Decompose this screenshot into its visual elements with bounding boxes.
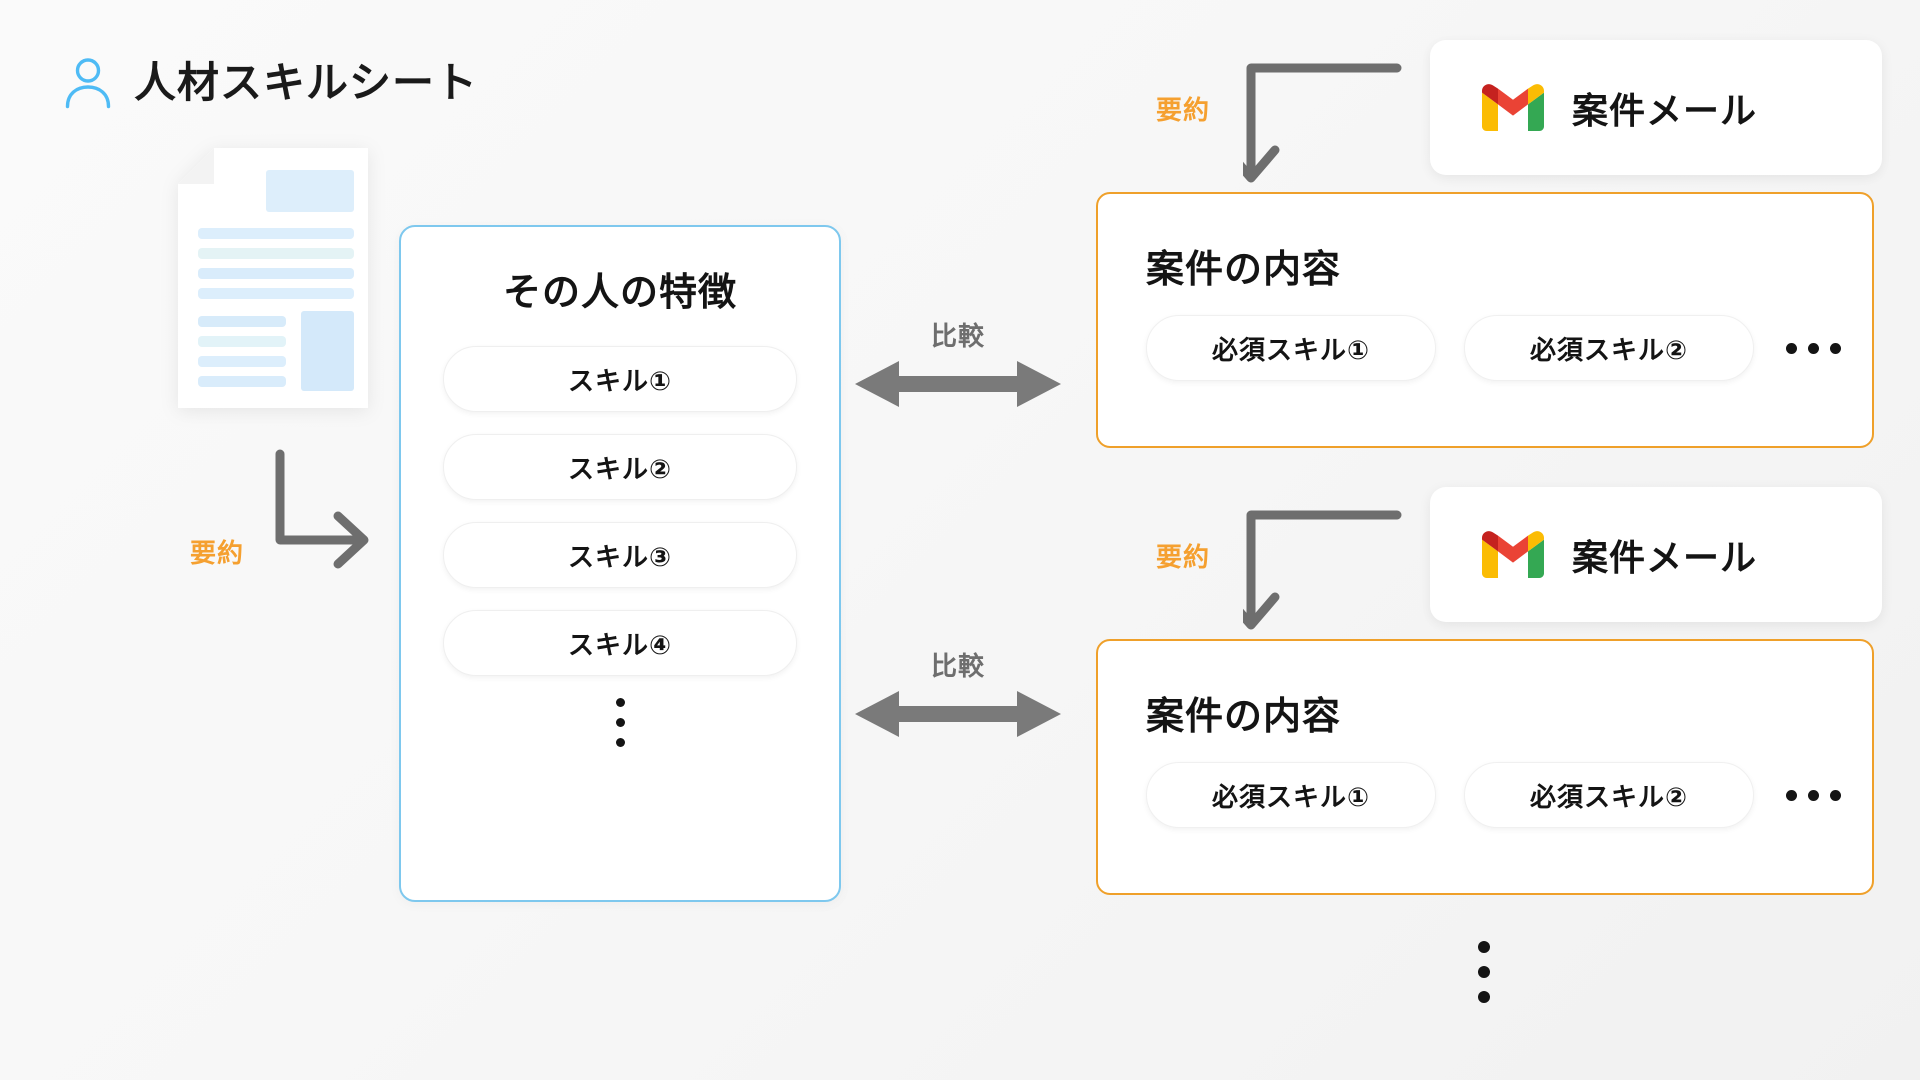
required-skill-row: 必須スキル① 必須スキル② [1146,762,1841,828]
required-skill-pill[interactable]: 必須スキル① [1146,762,1436,828]
vertical-ellipsis-icon [1478,941,1490,1003]
summarize-label-left: 要約 [190,538,245,568]
required-skill-pill[interactable]: 必須スキル② [1464,762,1754,828]
project-card-title: 案件の内容 [1146,249,1342,291]
compare-group: 比較 [855,646,1061,739]
features-card: その人の特徴 スキル① スキル② スキル③ スキル④ [399,225,841,902]
skill-pill[interactable]: スキル② [443,434,797,500]
elbow-arrow-right-icon [275,449,369,569]
vertical-ellipsis-icon [443,698,797,747]
skillsheet-header: 人材スキルシート [62,56,478,110]
double-headed-arrow-icon [855,691,1061,737]
elbow-arrow-down-icon [1243,510,1402,630]
mail-card[interactable]: 案件メール [1430,40,1882,175]
horizontal-ellipsis-icon [1786,789,1841,801]
horizontal-ellipsis-icon [1786,342,1841,354]
project-card: 案件の内容 必須スキル① 必須スキル② [1096,639,1874,895]
required-skill-pill[interactable]: 必須スキル② [1464,315,1754,381]
skill-pill[interactable]: スキル① [443,346,797,412]
mail-card-label: 案件メール [1572,89,1758,131]
summarize-label-right: 要約 [1156,542,1211,572]
gmail-icon [1482,84,1544,131]
skill-pill[interactable]: スキル④ [443,610,797,676]
compare-label: 比較 [930,321,985,351]
elbow-arrow-down-icon [1243,63,1402,183]
required-skill-pill[interactable]: 必須スキル① [1146,315,1436,381]
project-card-title: 案件の内容 [1146,696,1342,738]
mail-card-label: 案件メール [1572,536,1758,578]
mail-card[interactable]: 案件メール [1430,487,1882,622]
features-card-title: その人の特徴 [502,272,737,314]
required-skill-row: 必須スキル① 必須スキル② [1146,315,1841,381]
compare-label: 比較 [930,651,985,681]
double-headed-arrow-icon [855,361,1061,407]
compare-group: 比較 [855,316,1061,409]
person-icon [65,58,111,109]
gmail-icon [1482,531,1544,578]
project-card: 案件の内容 必須スキル① 必須スキル② [1096,192,1874,448]
summarize-label-right: 要約 [1156,95,1211,125]
page-title: 人材スキルシート [134,59,479,106]
document-icon [178,148,368,408]
skill-pill[interactable]: スキル③ [443,522,797,588]
